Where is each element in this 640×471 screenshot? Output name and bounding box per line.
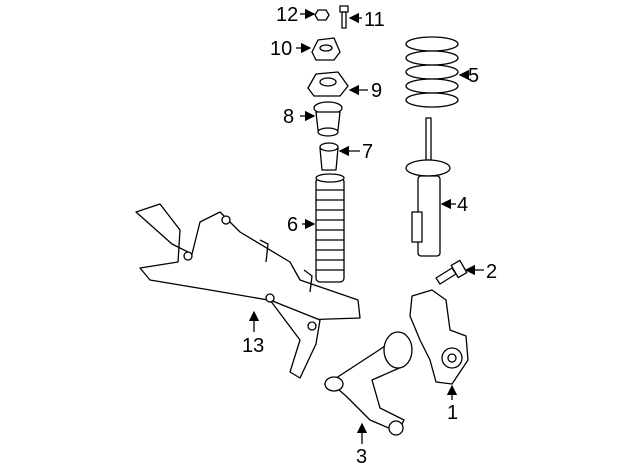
callout-1: 1 (447, 402, 458, 424)
callout-2: 2 (486, 261, 497, 283)
callout-11: 11 (364, 9, 385, 31)
callout-10: 10 (270, 38, 292, 60)
nut-part[interactable] (314, 9, 330, 21)
dust-boot-part[interactable] (315, 173, 345, 283)
callout-5: 5 (468, 65, 479, 87)
strut-bolt-part[interactable] (435, 259, 468, 285)
lower-control-arm-part[interactable] (324, 331, 413, 436)
coil-spring-part[interactable] (405, 36, 459, 108)
callout-8: 8 (283, 106, 294, 128)
spring-insulator-part[interactable] (313, 101, 343, 137)
callout-labels: 12 11 10 9 5 8 7 4 6 2 13 1 3 (242, 4, 497, 468)
bolt-part[interactable] (339, 5, 349, 29)
strut-part[interactable] (405, 117, 451, 257)
crossmember-part[interactable] (135, 203, 361, 379)
upper-mount-part[interactable] (311, 37, 341, 61)
bump-stop-part[interactable] (319, 142, 339, 171)
strut-bearing-part[interactable] (307, 71, 349, 97)
callout-7: 7 (362, 141, 373, 163)
callout-6: 6 (287, 214, 298, 236)
callout-13: 13 (242, 335, 264, 357)
callout-9: 9 (371, 80, 382, 102)
callout-4: 4 (457, 194, 468, 216)
callout-3: 3 (356, 446, 367, 468)
steering-knuckle-part[interactable] (409, 289, 469, 385)
callout-12: 12 (276, 4, 298, 26)
callout-arrows (248, 8, 484, 444)
